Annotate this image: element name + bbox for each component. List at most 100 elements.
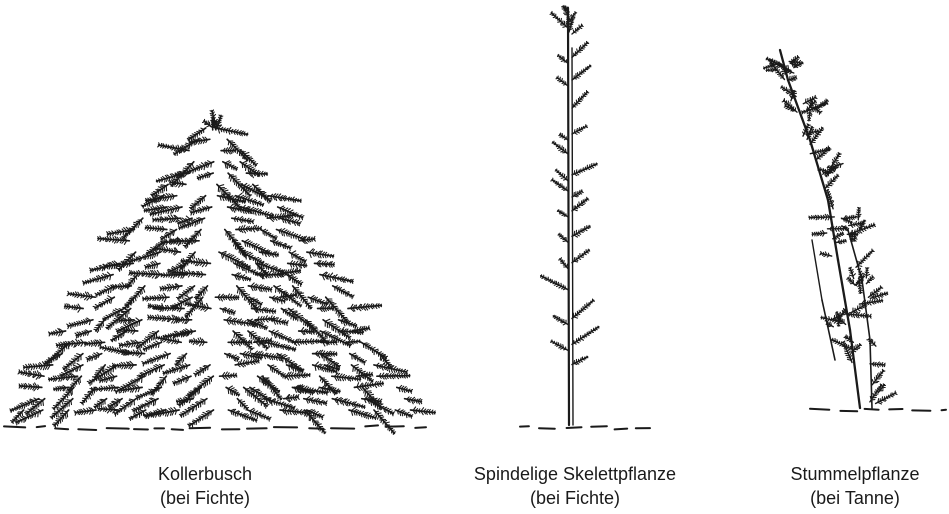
- caption-skelettpflanze-line1: Spindelige Skelettpflanze: [435, 462, 715, 486]
- bush-twig: [108, 399, 122, 409]
- bush-twig: [235, 359, 259, 367]
- bush-twig: [287, 275, 303, 287]
- bush-twig: [18, 370, 44, 380]
- bush-twig: [83, 272, 114, 285]
- side-twig: [550, 11, 568, 28]
- bush-twig: [225, 353, 240, 361]
- bush-twig: [86, 353, 102, 362]
- bush-twig: [176, 316, 192, 324]
- kollerbusch-ground: [4, 425, 426, 430]
- bush-twig: [129, 270, 163, 278]
- bush-twig: [348, 304, 382, 312]
- stunt-twig: [856, 249, 874, 267]
- bush-twig: [268, 194, 301, 203]
- bush-twig: [107, 227, 135, 236]
- needle-cluster: [849, 267, 856, 278]
- bush-twig: [144, 261, 160, 269]
- skelettpflanze-illustration: [500, 0, 670, 440]
- bush-twig: [67, 318, 93, 329]
- bush-twig: [261, 229, 278, 240]
- bush-twig: [143, 293, 169, 302]
- side-twig: [572, 91, 589, 109]
- bush-twig: [267, 213, 295, 221]
- caption-kollerbusch-line1: Kollerbusch: [105, 462, 305, 486]
- side-twig: [541, 275, 569, 290]
- bush-twig: [237, 399, 248, 411]
- stunt-twig: [809, 214, 834, 220]
- side-twig: [559, 258, 568, 269]
- side-twig: [559, 133, 568, 140]
- bush-twig: [332, 373, 361, 381]
- caption-stummelpflanze-line1: Stummelpflanze: [765, 462, 945, 486]
- stunt-twig: [867, 337, 876, 346]
- bush-twig: [19, 383, 42, 391]
- caption-stummelpflanze-line2: (bei Tanne): [765, 486, 945, 510]
- skelettpflanze-ground: [520, 426, 650, 429]
- bush-twig: [350, 353, 367, 365]
- third-stem: [822, 300, 835, 360]
- bush-twig: [377, 373, 410, 379]
- bush-twig: [315, 261, 335, 268]
- side-twig: [572, 356, 588, 364]
- bush-twig: [111, 331, 127, 342]
- side-twig: [553, 315, 568, 325]
- bush-twig: [94, 399, 107, 409]
- caption-stummelpflanze: Stummelpflanze (bei Tanne): [765, 462, 945, 510]
- caption-skelettpflanze: Spindelige Skelettpflanze (bei Fichte): [435, 462, 715, 510]
- bush-twig: [220, 372, 237, 379]
- bush-twig: [142, 352, 170, 366]
- bush-twig: [236, 225, 262, 233]
- bush-twig: [150, 376, 167, 396]
- bush-twig: [264, 398, 295, 410]
- stunt-twig: [859, 299, 882, 306]
- bush-twig: [339, 319, 357, 328]
- bush-twig: [349, 408, 377, 420]
- bush-twig: [226, 386, 240, 396]
- side-twig: [551, 340, 568, 351]
- bush-twig: [160, 284, 182, 291]
- stummelpflanze-ground: [810, 409, 946, 412]
- stunt-twig: [851, 303, 867, 313]
- bush-twig: [304, 396, 327, 405]
- bush-twig: [67, 291, 95, 300]
- bush-twig: [187, 161, 214, 174]
- bush-twig: [23, 361, 52, 370]
- stunt-twig: [836, 240, 846, 244]
- side-twig: [572, 163, 597, 176]
- bush-twig: [120, 385, 142, 393]
- side-twig: [572, 225, 590, 237]
- bush-twig: [93, 296, 114, 311]
- bush-twig: [266, 340, 296, 351]
- bush-twig: [49, 328, 66, 336]
- stunt-twig: [788, 76, 797, 82]
- bush-twig: [215, 294, 238, 301]
- bush-twig: [333, 286, 354, 299]
- needle-cluster: [866, 275, 874, 283]
- stunt-twig: [878, 384, 885, 393]
- side-twig: [572, 326, 599, 344]
- caption-kollerbusch: Kollerbusch (bei Fichte): [105, 462, 305, 510]
- bush-twig: [284, 394, 300, 402]
- bush-twig: [173, 375, 191, 386]
- bush-twig: [197, 172, 213, 180]
- bush-twig: [232, 273, 251, 281]
- bush-twig: [53, 410, 69, 427]
- bush-twig: [318, 305, 333, 311]
- bush-tip: [203, 119, 212, 126]
- bush-twig: [292, 339, 324, 346]
- side-twig: [551, 178, 568, 191]
- caption-kollerbusch-line2: (bei Fichte): [105, 486, 305, 510]
- bush-twig: [115, 376, 145, 394]
- bush-twig: [221, 147, 236, 154]
- bush-twig: [119, 340, 141, 347]
- bush-twig: [143, 341, 161, 352]
- stunt-twig: [812, 230, 827, 236]
- bush-twig: [248, 283, 272, 292]
- second-stem: [862, 280, 870, 340]
- bush-twig: [175, 354, 187, 366]
- bush-twig: [411, 407, 436, 415]
- bush-twig: [74, 407, 96, 415]
- bush-twig: [94, 320, 105, 333]
- side-twig: [572, 41, 589, 57]
- bush-twig: [308, 295, 327, 305]
